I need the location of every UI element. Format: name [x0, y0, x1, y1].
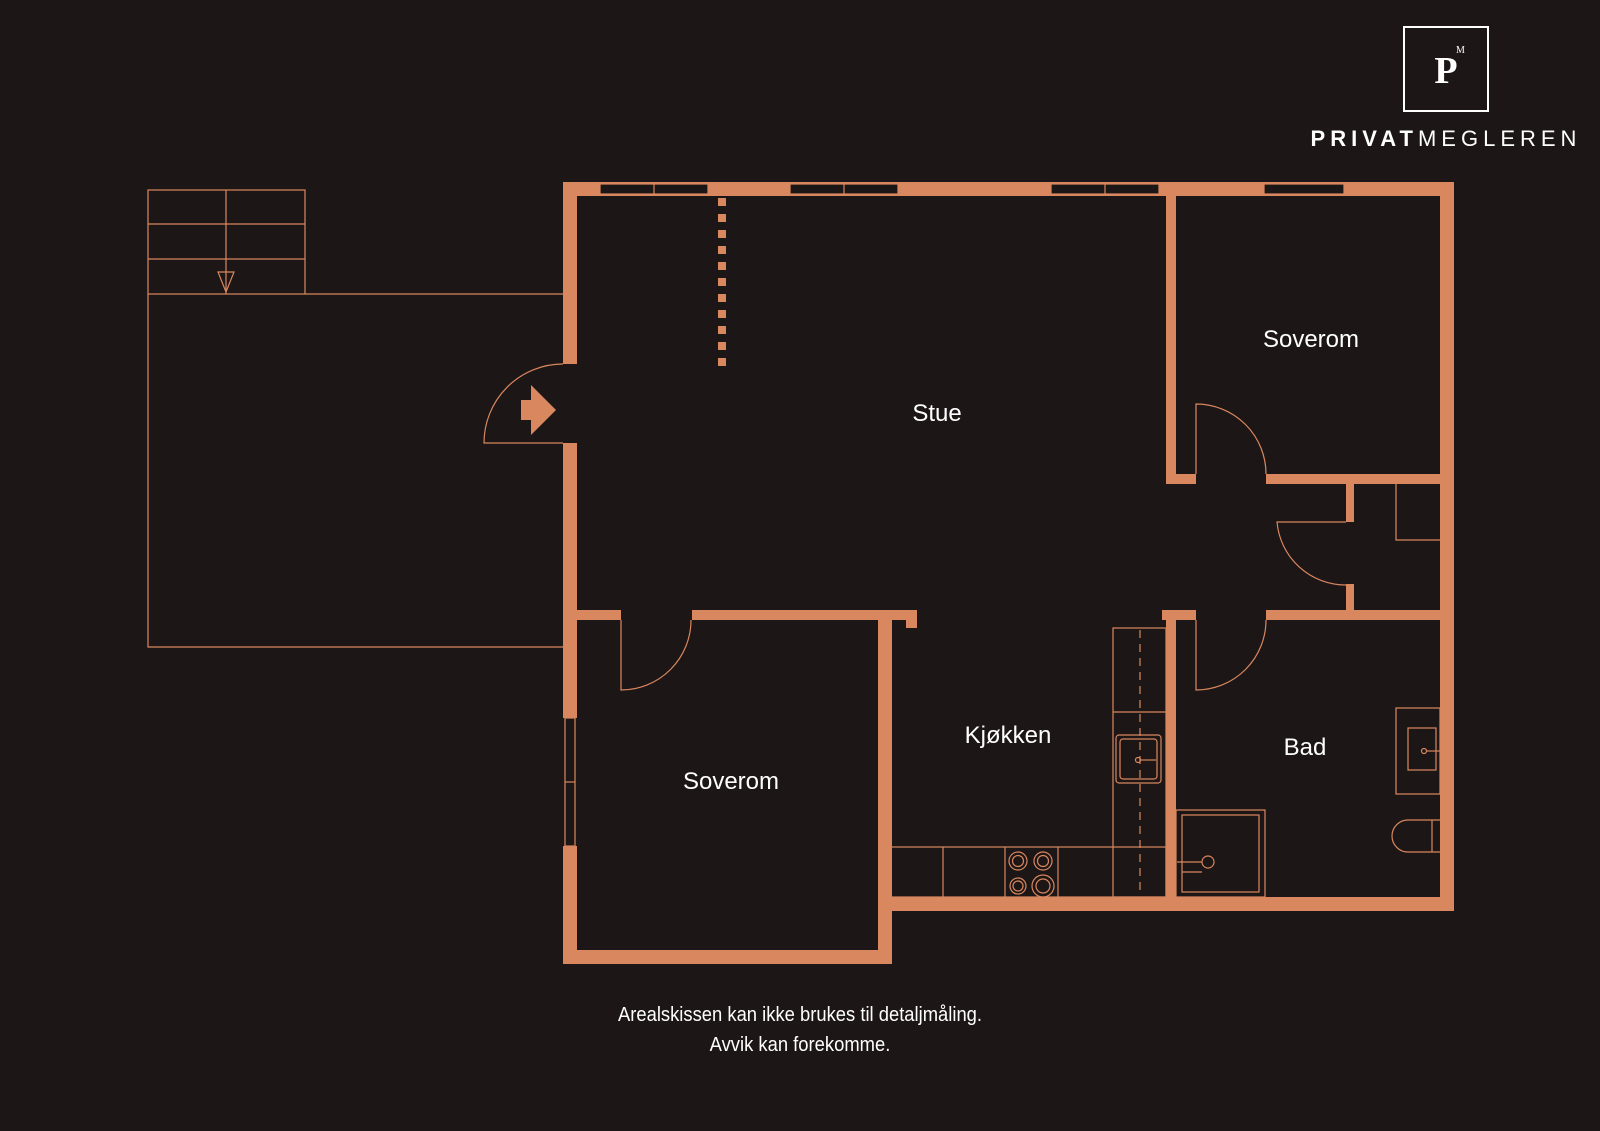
door-closet	[1276, 521, 1347, 586]
logo-mark: M	[1456, 45, 1465, 56]
terrace	[147, 189, 563, 648]
stove-icon	[1008, 851, 1055, 898]
room-label-soverom-upper: Soverom	[1263, 326, 1359, 353]
terrace-outline	[147, 294, 563, 648]
door-bedroom-upper	[1195, 403, 1267, 475]
window-top-4	[1263, 183, 1345, 195]
brand-name-bold: PRIVAT	[1311, 126, 1418, 151]
disclaimer: Arealskissen kan ikke brukes til detaljm…	[480, 1000, 1120, 1060]
kitchen-counter-bottom	[887, 846, 1167, 898]
kitchen-sink	[1115, 734, 1162, 784]
logo-box	[1403, 26, 1489, 112]
closet-shelf	[1395, 484, 1440, 541]
walls	[563, 182, 1454, 964]
room-label-kjokken: Kjøkken	[965, 722, 1052, 749]
entrance	[483, 363, 564, 444]
toilet-icon	[1391, 819, 1440, 853]
door-bedroom-lower	[620, 619, 692, 691]
brand-name-light: MEGLEREN	[1418, 126, 1581, 151]
disclaimer-line-1: Arealskissen kan ikke brukes til detaljm…	[617, 1004, 983, 1026]
bath-fixtures	[1175, 707, 1441, 898]
logo-letter: P	[1434, 50, 1457, 92]
dashed-partition	[718, 198, 726, 366]
shower-icon	[1175, 809, 1266, 898]
disclaimer-line-2: Avvik kan forekomme.	[709, 1034, 891, 1056]
kitchen-fixtures	[887, 627, 1167, 898]
brand-logo: P M PRIVATMEGLEREN	[1311, 26, 1582, 151]
windows	[564, 183, 1345, 847]
brand-name: PRIVATMEGLEREN	[1311, 126, 1582, 151]
door-bath	[1195, 619, 1267, 691]
doors	[620, 403, 1440, 691]
room-label-bad: Bad	[1284, 734, 1327, 761]
entrance-arrow-icon	[521, 385, 556, 435]
entrance-door-swing	[483, 363, 564, 444]
room-label-stue: Stue	[912, 400, 961, 427]
stairs-arrow-icon	[217, 271, 235, 294]
bath-sink-icon	[1395, 707, 1441, 795]
room-label-soverom-lower: Soverom	[683, 768, 779, 795]
